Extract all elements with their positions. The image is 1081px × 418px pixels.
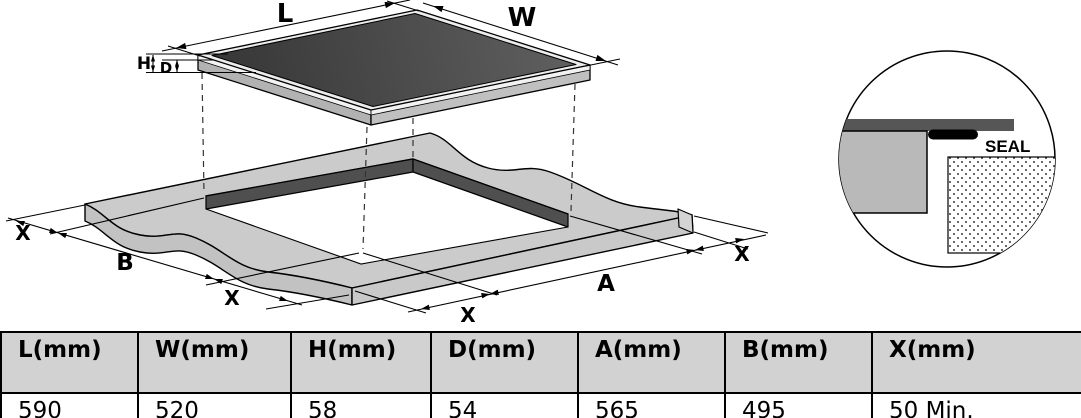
seal-detail: SEAL xyxy=(838,50,1056,268)
cutout-bottom-edges xyxy=(205,208,569,265)
dimension-lines xyxy=(5,0,769,314)
value-cell-L: 590 xyxy=(0,392,139,418)
header-cell-H: H(mm) xyxy=(290,331,432,394)
dim-label-clearance-bottom: X xyxy=(460,303,476,327)
projection-line-front xyxy=(362,126,368,250)
worktop-illustration xyxy=(84,132,694,306)
installation-diagram: L W H D X B X X A X SEAL xyxy=(5,0,1056,327)
detail-seal-gasket xyxy=(928,129,978,140)
header-cell-L: L(mm) xyxy=(0,331,139,394)
value-cell-H: 58 xyxy=(290,392,432,418)
spec-table-header-row: L(mm) W(mm) H(mm) D(mm) A(mm) B(mm) X(mm… xyxy=(0,331,1081,394)
header-cell-W: W(mm) xyxy=(137,331,292,394)
dim-label-cutout-length: A xyxy=(597,271,615,297)
worktop-right-end-face xyxy=(677,208,694,234)
header-cell-D: D(mm) xyxy=(430,331,579,394)
dim-label-clearance-left: X xyxy=(15,221,31,245)
dim-label-depth: D xyxy=(160,59,172,77)
dim-label-height: H xyxy=(137,54,151,74)
value-cell-A: 565 xyxy=(577,392,726,418)
value-cell-D: 54 xyxy=(430,392,579,418)
detail-hob-body-section xyxy=(839,130,928,214)
hob-glass-surface xyxy=(211,13,577,107)
value-cell-B: 495 xyxy=(724,392,873,418)
dim-label-length: L xyxy=(277,0,294,29)
value-cell-W: 520 xyxy=(137,392,292,418)
projection-line-left xyxy=(201,72,205,195)
dim-label-width: W xyxy=(508,3,537,33)
detail-glass-section xyxy=(839,119,1014,131)
header-cell-X: X(mm) xyxy=(871,331,1081,394)
spec-table-value-row: 590 520 58 54 565 495 50 Min. xyxy=(0,392,1081,418)
seal-label: SEAL xyxy=(985,137,1030,156)
value-cell-X: 50 Min. xyxy=(871,392,1081,418)
spec-table: L(mm) W(mm) H(mm) D(mm) A(mm) B(mm) X(mm… xyxy=(0,331,1081,418)
dim-label-clearance-mid-left: X xyxy=(224,286,240,310)
header-cell-B: B(mm) xyxy=(724,331,873,394)
hob-illustration xyxy=(197,9,591,126)
dim-label-cutout-width: B xyxy=(116,250,134,276)
dim-label-clearance-right: X xyxy=(734,242,750,266)
projection-lines xyxy=(201,72,576,250)
header-cell-A: A(mm) xyxy=(577,331,726,394)
